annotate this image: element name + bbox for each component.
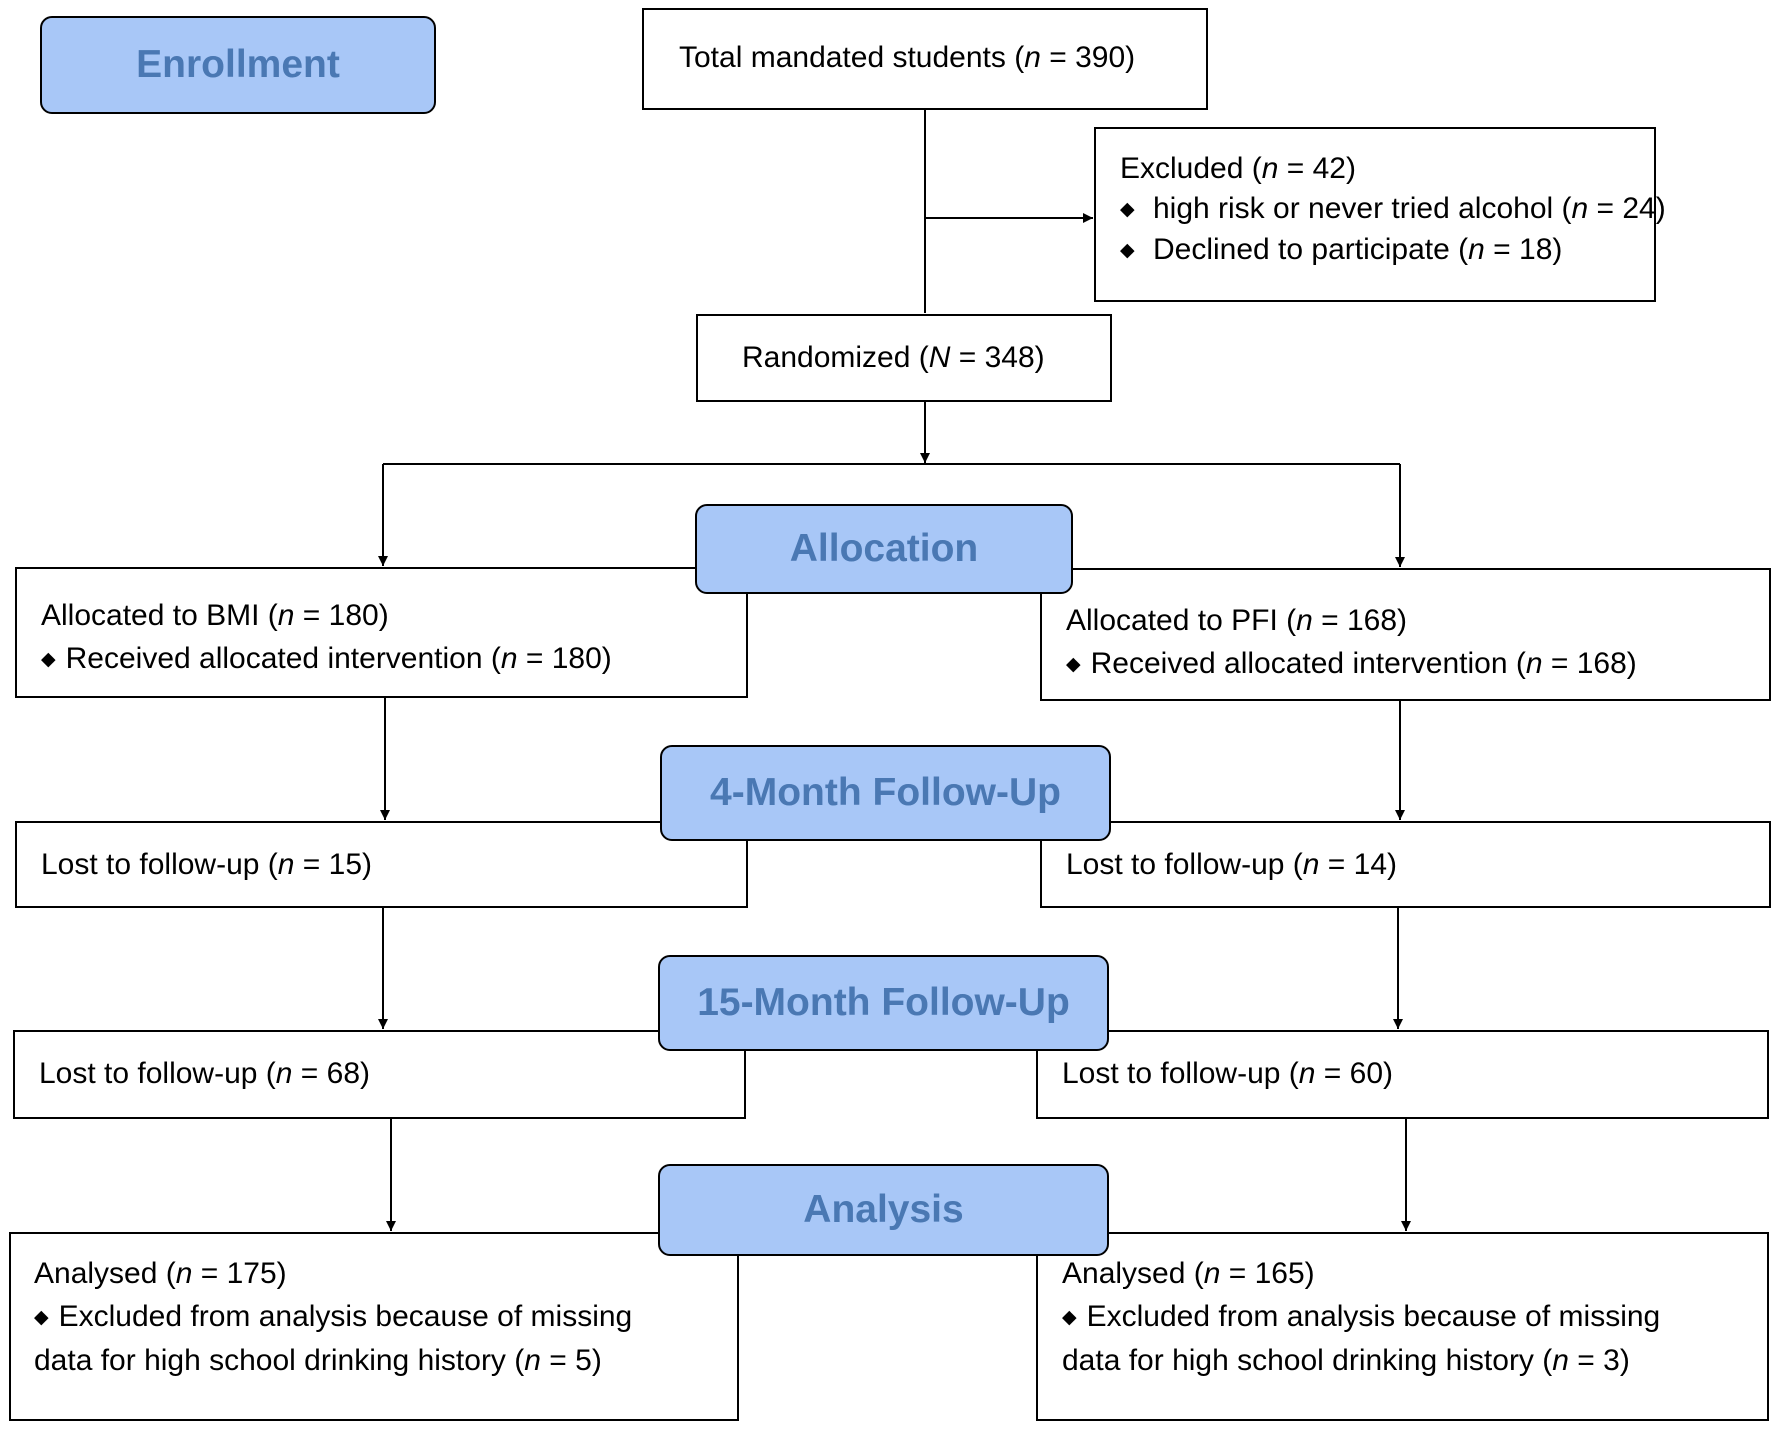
bmi-received-line: ◆Received allocated intervention (n = 18…: [41, 642, 612, 675]
pfi-allocated-box: Allocated to PFI (n = 168) ◆Received all…: [1040, 568, 1771, 701]
bullet-icon: ◆: [1066, 654, 1081, 675]
excluded-item: ◆ Declined to participate (n = 18): [1120, 233, 1563, 266]
pfi-excluded-line: ◆Excluded from analysis because of missi…: [1062, 1300, 1661, 1333]
bmi-lost15-line: Lost to follow-up (n = 68): [39, 1057, 371, 1090]
stage-label: Enrollment: [136, 43, 340, 86]
bullet-icon: ◆: [1062, 1307, 1077, 1328]
bullet-icon: ◆: [1120, 240, 1135, 261]
bmi-lost4-box: Lost to follow-up (n = 15): [15, 821, 748, 908]
bmi-lost4-line: Lost to follow-up (n = 15): [41, 848, 373, 881]
stage-analysis: Analysis: [658, 1164, 1109, 1256]
pfi-analysed-box: Analysed (n = 165) ◆Excluded from analys…: [1036, 1232, 1769, 1421]
bmi-lost15-box: Lost to follow-up (n = 68): [13, 1030, 746, 1119]
stage-enrollment: Enrollment: [40, 16, 436, 114]
pfi-lost15-box: Lost to follow-up (n = 60): [1036, 1030, 1769, 1119]
bmi-excluded-line: data for high school drinking history (n…: [34, 1344, 602, 1377]
pfi-lost4-box: Lost to follow-up (n = 14): [1040, 821, 1771, 908]
pfi-lost15-line: Lost to follow-up (n = 60): [1062, 1057, 1394, 1090]
bmi-analysed-box: Analysed (n = 175) ◆Excluded from analys…: [9, 1232, 739, 1421]
stage-label: 15-Month Follow-Up: [697, 981, 1070, 1024]
excluded-title: Excluded (n = 42): [1120, 152, 1356, 185]
bullet-icon: ◆: [34, 1307, 49, 1328]
pfi-allocated-line: Allocated to PFI (n = 168): [1066, 604, 1408, 637]
stage-allocation: Allocation: [695, 504, 1073, 594]
bullet-icon: ◆: [1120, 199, 1135, 220]
bmi-allocated-box: Allocated to BMI (n = 180) ◆Received all…: [15, 567, 748, 698]
stage-label: 4-Month Follow-Up: [710, 771, 1061, 814]
stage-15-month-follow-up: 15-Month Follow-Up: [658, 955, 1109, 1051]
total-line: Total mandated students (n = 390): [679, 41, 1136, 74]
pfi-received-line: ◆Received allocated intervention (n = 16…: [1066, 647, 1637, 680]
excluded-item: ◆ high risk or never tried alcohol (n = …: [1120, 192, 1666, 225]
total-box: Total mandated students (n = 390): [642, 8, 1208, 110]
pfi-analysed-line: Analysed (n = 165): [1062, 1257, 1315, 1290]
stage-label: Allocation: [789, 527, 979, 570]
excluded-box: Excluded (n = 42) ◆ high risk or never t…: [1094, 127, 1666, 302]
stage-label: Analysis: [803, 1188, 964, 1231]
bmi-allocated-line: Allocated to BMI (n = 180): [41, 599, 389, 632]
bmi-excluded-line: ◆Excluded from analysis because of missi…: [34, 1300, 633, 1333]
pfi-lost4-line: Lost to follow-up (n = 14): [1066, 848, 1398, 881]
randomized-line: Randomized (N = 348): [742, 341, 1045, 374]
stage-4-month-follow-up: 4-Month Follow-Up: [660, 745, 1111, 841]
randomized-box: Randomized (N = 348): [696, 314, 1112, 402]
bmi-analysed-line: Analysed (n = 175): [34, 1257, 287, 1290]
bullet-icon: ◆: [41, 649, 56, 670]
pfi-excluded-line: data for high school drinking history (n…: [1062, 1344, 1630, 1377]
